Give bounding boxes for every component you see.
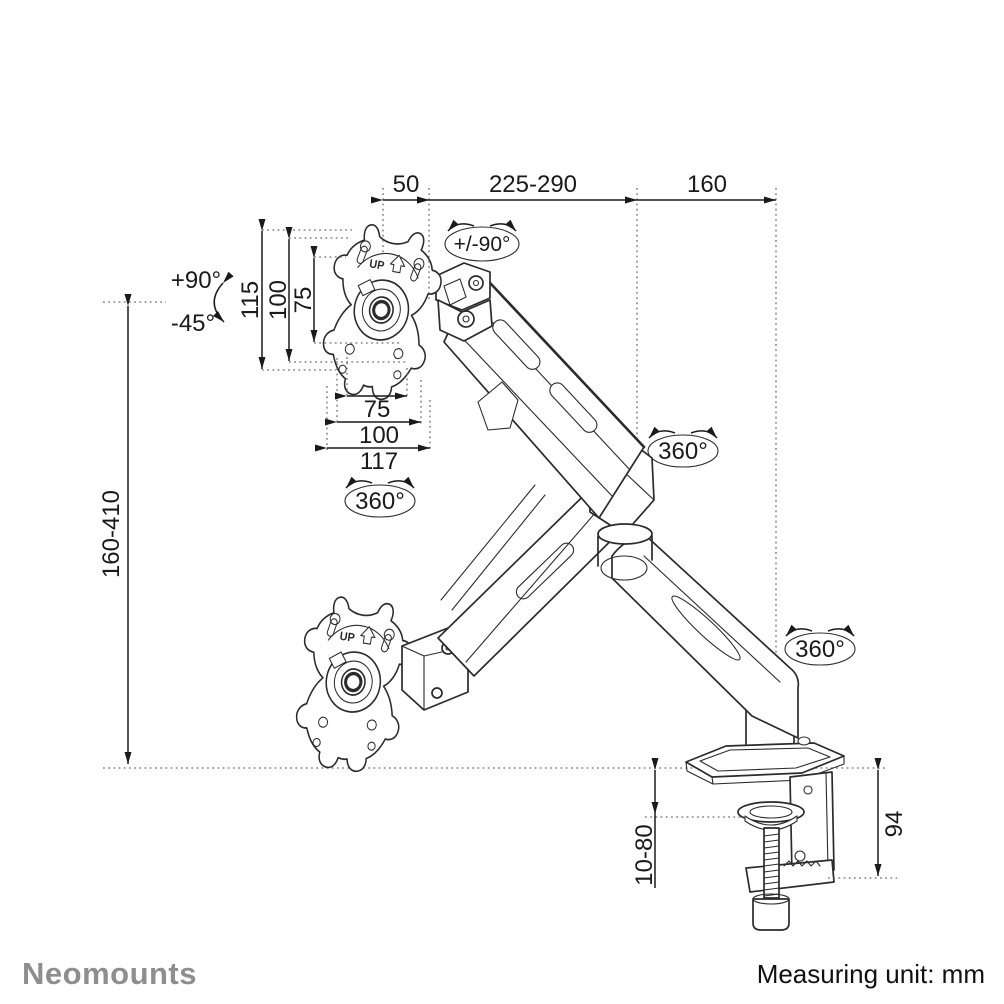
dim-vesa-117: 117 [315, 444, 430, 475]
base-rotation-label: 360° [795, 636, 845, 663]
dim-vesa-115: 115 [237, 219, 266, 369]
dim-below-desk: 94 [874, 758, 908, 876]
measuring-unit-note: Measuring unit: mm [757, 959, 985, 989]
extension-lines-behind [103, 188, 888, 769]
badge-arm-rotation: 360° [647, 426, 719, 468]
dim-label-94: 94 [881, 811, 908, 838]
dim-label-10-80: 10-80 [631, 824, 658, 885]
dim-top-depth: 160 [625, 171, 776, 204]
plate-rotation-label: 360° [355, 488, 405, 515]
dim-top-gap: 50 [371, 171, 429, 204]
dim-desk-thickness: 10-80 [631, 758, 659, 888]
dim-label-117: 117 [360, 448, 398, 475]
badge-base-rotation: 360° [784, 624, 856, 666]
dim-height-range: 160-410 [98, 294, 132, 764]
head-swivel-label: +/-90° [454, 233, 511, 256]
clamp-screw [737, 801, 805, 931]
dim-label-115: 115 [237, 281, 264, 319]
tilt-down-label: -45° [171, 310, 215, 337]
up-marker-bottom: UP [339, 630, 356, 645]
dim-label-225-290: 225-290 [489, 171, 577, 198]
head-joint [435, 262, 493, 342]
dim-label-100h: 100 [359, 422, 399, 449]
base-screw [797, 736, 811, 746]
dim-vesa-100v: 100 [265, 227, 293, 361]
brand-logo: Neomounts [22, 956, 197, 991]
up-marker-top: UP [368, 258, 385, 273]
badge-head-swivel: +/-90° [444, 219, 520, 262]
tilt-up-label: +90° [171, 267, 221, 294]
dim-label-160: 160 [687, 171, 727, 198]
clamp-knob [752, 898, 790, 931]
dim-label-50: 50 [393, 171, 420, 198]
dim-label-75v: 75 [290, 287, 317, 314]
arm-release-clip [477, 381, 519, 431]
vesa-plate: UP [311, 217, 451, 408]
badge-plate-rotation: 360° [344, 476, 416, 518]
clamp-bracket [789, 771, 835, 875]
desk-base [685, 736, 845, 785]
dim-label-100v: 100 [265, 280, 292, 320]
dim-label-75h: 75 [364, 396, 391, 423]
ghost-vesa-plate: UP [285, 591, 420, 779]
badge-tilt: +90° -45° [171, 267, 234, 337]
tilt-arc-arrow [213, 271, 234, 323]
dim-top-reach: 225-290 [417, 171, 637, 204]
arm-rotation-label: 360° [658, 438, 708, 465]
dim-vesa-75v: 75 [290, 246, 318, 342]
dim-label-160-410: 160-410 [98, 490, 125, 578]
